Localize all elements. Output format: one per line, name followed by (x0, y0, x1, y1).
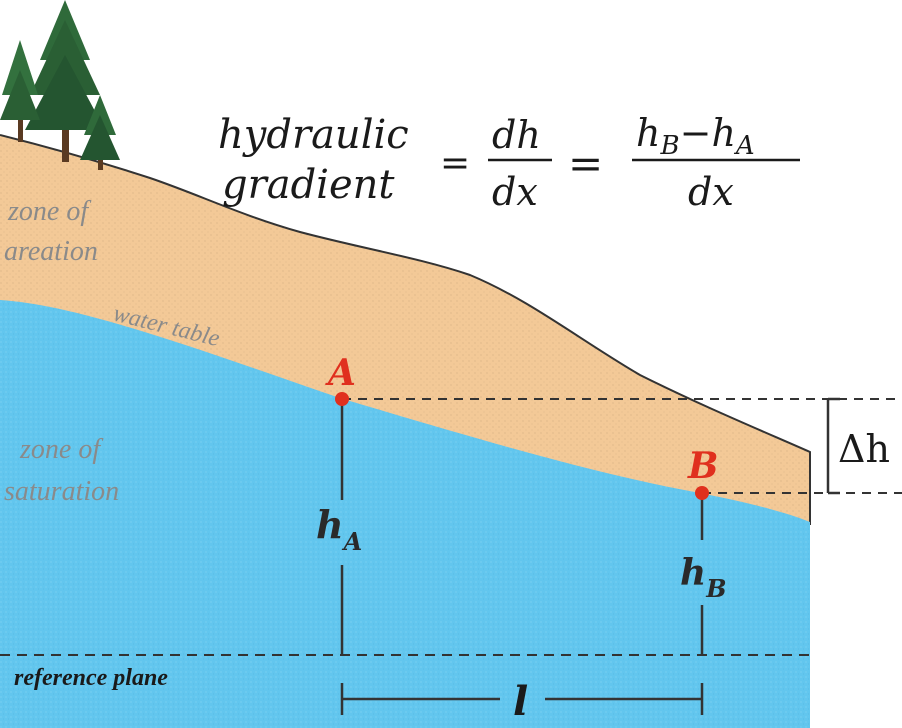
delta-h-label: Δh (838, 427, 890, 471)
reference-plane-label: reference plane (14, 665, 168, 691)
length-label: l (513, 678, 528, 725)
delta-h-bracket (826, 397, 840, 495)
head-b-label: hB (680, 552, 726, 603)
length-dimension (340, 683, 704, 715)
fraction2-denominator: dx (688, 170, 734, 214)
formula-equals-1: = (440, 143, 470, 184)
zone-aeration-label-line2: areation (4, 236, 98, 267)
zone-saturation-label-line1: zone of (19, 434, 103, 465)
formula-equals-2: = (568, 139, 603, 188)
hydraulic-gradient-formula: hydraulic gradient = dh dx = hB−hA dx (218, 111, 800, 214)
zone-aeration-label-line1: zone of (7, 196, 91, 227)
point-a-label: A (325, 352, 356, 394)
ground-surface-line (0, 134, 811, 525)
point-b-label: B (687, 445, 718, 487)
fraction1-denominator: dx (492, 170, 538, 214)
formula-term-line2: gradient (222, 162, 395, 208)
fraction1-numerator: dh (492, 113, 541, 157)
zone-saturation-label-line2: saturation (4, 476, 119, 507)
head-a-label: hA (316, 502, 362, 556)
point-a-marker (335, 392, 349, 406)
formula-term-line1: hydraulic (218, 112, 409, 158)
fraction2-numerator: hB−hA (636, 111, 755, 161)
point-b-marker (695, 486, 709, 500)
tree-icon (0, 0, 120, 170)
